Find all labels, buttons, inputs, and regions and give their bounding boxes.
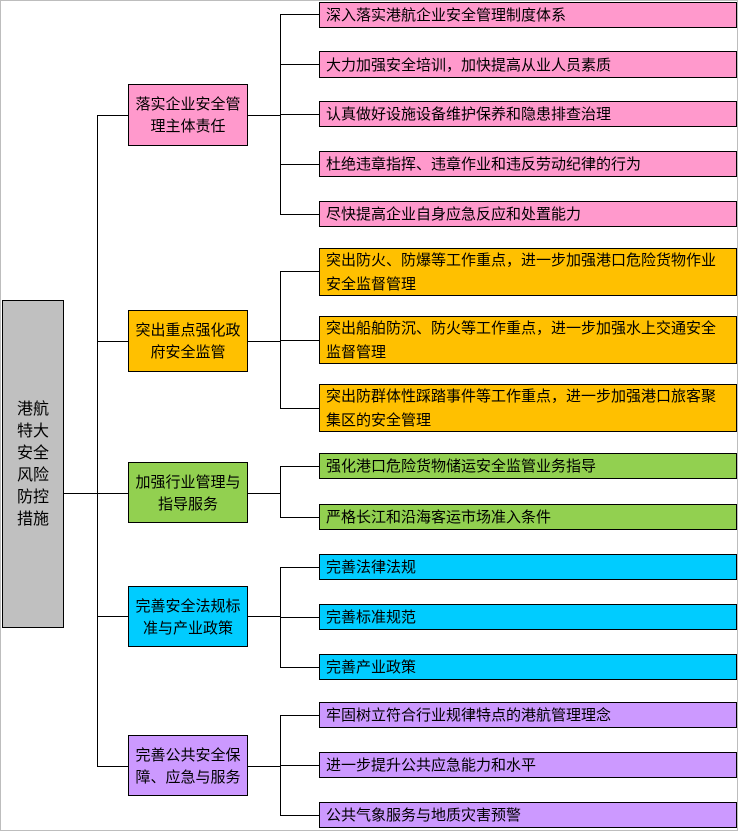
connector: [97, 616, 128, 617]
connector: [280, 164, 319, 165]
group-node-government-supervision: 突出重点强化政府安全监管: [128, 310, 248, 372]
connector: [280, 408, 319, 409]
leaf-node: 认真做好设施设备维护保养和隐患排查治理: [319, 101, 737, 127]
connector: [280, 340, 319, 341]
leaf-node: 突出船舶防沉、防火等工作重点，进一步加强水上交通安全监督管理: [319, 316, 737, 364]
connector: [248, 616, 280, 617]
connector: [97, 766, 128, 767]
leaf-node-label: 严格长江和沿海客运市场准入条件: [326, 508, 552, 526]
leaf-node: 公共气象服务与地质灾害预警: [319, 802, 737, 828]
group-node-label: 落实企业安全管理主体责任: [135, 95, 241, 135]
connector: [97, 115, 98, 766]
leaf-node: 进一步提升公共应急能力和水平: [319, 752, 737, 778]
connector: [97, 115, 128, 116]
leaf-node: 突出防群体性踩踏事件等工作重点，进一步加强港口旅客聚集区的安全管理: [319, 384, 737, 432]
connector: [280, 114, 319, 115]
leaf-node-label: 突出船舶防沉、防火等工作重点，进一步加强水上交通安全监督管理: [326, 319, 717, 361]
leaf-node-label: 突出防火、防爆等工作重点，进一步加强港口危险货物作业安全监督管理: [326, 251, 717, 293]
root-node-label: 港航特大安全风险防控措施: [16, 399, 49, 528]
leaf-node: 完善标准规范: [319, 604, 737, 630]
group-node-enterprise-responsibility: 落实企业安全管理主体责任: [128, 84, 248, 146]
leaf-node-label: 深入落实港航企业安全管理制度体系: [326, 6, 567, 24]
group-node-label: 完善公共安全保障、应急与服务: [135, 745, 241, 786]
leaf-node-label: 认真做好设施设备维护保养和隐患排查治理: [326, 105, 612, 123]
connector: [64, 493, 97, 494]
leaf-node-label: 完善法律法规: [326, 558, 417, 576]
connector: [248, 766, 280, 767]
connector: [280, 64, 319, 65]
leaf-node-label: 突出防群体性踩踏事件等工作重点，进一步加强港口旅客聚集区的安全管理: [326, 387, 717, 429]
root-node: 港航特大安全风险防控措施: [2, 300, 64, 628]
leaf-node-label: 尽快提高企业自身应急反应和处置能力: [326, 205, 582, 223]
leaf-node: 严格长江和沿海客运市场准入条件: [319, 504, 737, 530]
connector: [280, 517, 319, 518]
leaf-node: 尽快提高企业自身应急反应和处置能力: [319, 201, 737, 227]
connector: [248, 341, 280, 342]
connector: [248, 115, 280, 116]
group-node-public-safety: 完善公共安全保障、应急与服务: [128, 735, 248, 796]
group-node-regulations-policy: 完善安全法规标准与产业政策: [128, 586, 248, 647]
leaf-node-label: 大力加强安全培训，加快提高从业人员素质: [326, 55, 612, 74]
connector: [280, 466, 281, 517]
leaf-node-label: 完善产业政策: [326, 658, 417, 676]
leaf-node-label: 公共气象服务与地质灾害预警: [326, 806, 522, 824]
connector: [248, 493, 280, 494]
connector: [280, 214, 319, 215]
connector: [280, 765, 319, 766]
leaf-node-label: 杜绝违章指挥、违章作业和违反劳动纪律的行为: [326, 155, 642, 173]
connector: [280, 466, 319, 467]
group-node-label: 完善安全法规标准与产业政策: [135, 596, 241, 637]
leaf-node: 强化港口危险货物储运安全监管业务指导: [319, 453, 737, 479]
connector: [97, 341, 128, 342]
leaf-node: 大力加强安全培训，加快提高从业人员素质: [319, 51, 737, 78]
group-node-industry-management: 加强行业管理与指导服务: [128, 462, 248, 523]
leaf-node: 完善法律法规: [319, 554, 737, 580]
connector: [280, 567, 319, 568]
connector: [280, 271, 281, 408]
leaf-node-label: 强化港口危险货物储运安全监管业务指导: [326, 457, 597, 475]
leaf-node-label: 进一步提升公共应急能力和水平: [326, 756, 537, 774]
connector: [97, 493, 128, 494]
leaf-node: 牢固树立符合行业规律特点的港航管理理念: [319, 702, 737, 728]
connector: [280, 617, 319, 618]
leaf-node: 完善产业政策: [319, 654, 737, 680]
leaf-node-label: 牢固树立符合行业规律特点的港航管理理念: [326, 706, 612, 724]
connector: [280, 271, 319, 272]
connector: [280, 14, 319, 15]
leaf-node-label: 完善标准规范: [326, 608, 417, 626]
connector: [280, 715, 319, 716]
leaf-node: 深入落实港航企业安全管理制度体系: [319, 2, 737, 28]
connector: [280, 815, 319, 816]
group-node-label: 加强行业管理与指导服务: [135, 472, 241, 513]
connector: [280, 667, 319, 668]
leaf-node: 突出防火、防爆等工作重点，进一步加强港口危险货物作业安全监督管理: [319, 248, 737, 296]
group-node-label: 突出重点强化政府安全监管: [135, 321, 241, 361]
leaf-node: 杜绝违章指挥、违章作业和违反劳动纪律的行为: [319, 151, 737, 177]
